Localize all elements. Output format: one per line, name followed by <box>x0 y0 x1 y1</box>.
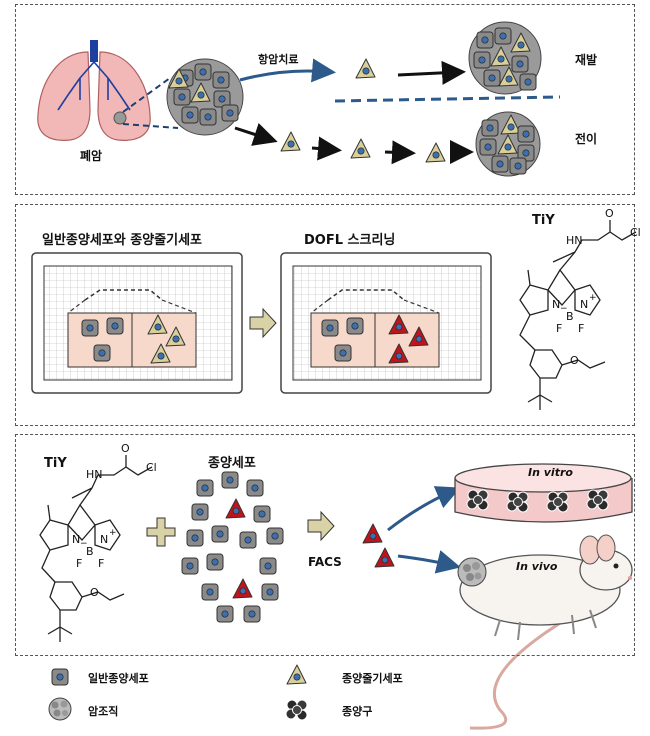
tiy2-b: B <box>86 545 94 558</box>
tiy2-f1: F <box>76 557 83 570</box>
tiy2-o: O <box>121 442 130 455</box>
tiy1-ether-o: O <box>570 354 579 367</box>
panel-isolation <box>15 434 635 656</box>
metastasis-label: 전이 <box>575 132 598 146</box>
tiy1-f1: F <box>556 322 563 335</box>
petri-dish <box>454 463 633 523</box>
tiy2-cl: Cl <box>146 461 157 474</box>
metastasis-mass <box>475 111 541 177</box>
tiy1-plus: + <box>589 293 597 303</box>
tiy1-b: B <box>566 310 574 323</box>
legend-normal-tumor-cell: 일반종양세포 <box>88 672 149 685</box>
tumor-cells-title: 종양세포 <box>208 456 256 471</box>
cells-title: 일반종양세포와 종양줄기세포 <box>42 233 203 248</box>
tiy1-n2: N <box>580 298 589 311</box>
tiy2-ether-o: O <box>90 586 99 599</box>
legend-tissue-icon <box>48 697 72 721</box>
legend-tumorsphere: 종양구 <box>342 705 373 718</box>
tiy2-minus: − <box>80 539 88 549</box>
lung-illustration <box>37 40 151 141</box>
tiy-label-1: TiY <box>532 213 555 228</box>
in-vivo-label: In vivo <box>516 560 558 573</box>
legend-stem-cell-icon <box>286 664 307 685</box>
mouse-illustration <box>457 534 633 730</box>
tiy1-n1: N <box>552 298 561 311</box>
screening-title: DOFL 스크리닝 <box>304 233 396 248</box>
tiy1-minus: − <box>560 304 568 314</box>
tiy1-hn: HN <box>566 234 583 247</box>
tiy2-n1: N <box>72 533 81 546</box>
tiy-label-2: TiY <box>44 456 67 471</box>
legend-tumor-tissue: 암조직 <box>88 705 119 718</box>
tiy2-plus: + <box>109 528 117 538</box>
recurrence-mass <box>468 21 542 95</box>
facs-label: FACS <box>308 555 342 569</box>
tiy1-f2: F <box>578 322 585 335</box>
recurrence-label: 재발 <box>575 53 598 67</box>
lung-cancer-label: 폐암 <box>80 149 103 163</box>
tiy-structure-1 <box>519 220 637 410</box>
tiy2-n2: N <box>100 533 109 546</box>
tumor-mass <box>166 58 244 136</box>
panel-recurrence-metastasis <box>15 4 635 195</box>
legend-sphere-icon <box>285 699 308 721</box>
legend-cancer-stem-cell: 종양줄기세포 <box>342 672 403 685</box>
dish-screening <box>280 252 492 394</box>
tiy2-hn: HN <box>86 468 103 481</box>
tiy2-f2: F <box>98 557 105 570</box>
legend-normal-cell-icon <box>51 668 69 686</box>
tiy1-cl: Cl <box>630 226 641 239</box>
tiy-structure-2 <box>39 455 153 642</box>
in-vitro-label: In vitro <box>528 466 573 479</box>
dish-mixed-cells <box>31 252 243 394</box>
tiy1-o: O <box>605 207 614 220</box>
panel-dofl-screening <box>15 204 635 426</box>
therapy-label: 항암치료 <box>258 53 299 66</box>
